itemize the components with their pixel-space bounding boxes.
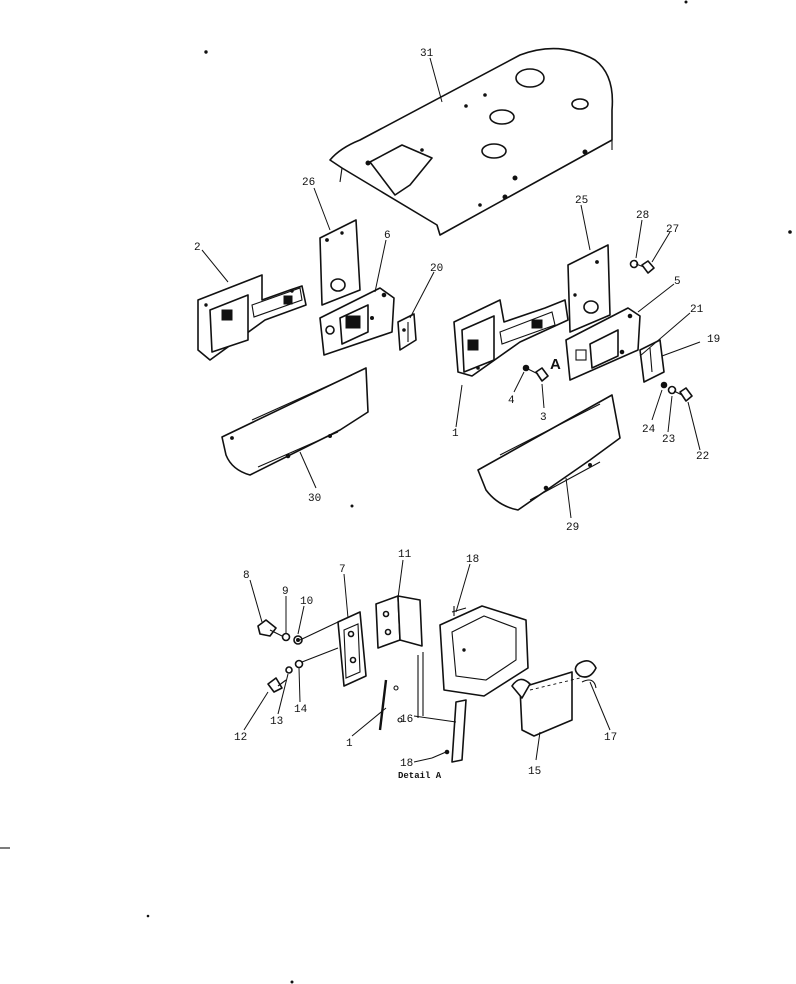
- part-31-hood-cover: [329, 47, 614, 236]
- part-20-latch: [397, 313, 417, 351]
- callout-15: 15: [528, 766, 541, 778]
- hood-round-opening-medium: [489, 109, 515, 125]
- part-1-hinge-pin: [378, 679, 403, 731]
- part-25-right-upper-plate: [567, 244, 611, 333]
- callout-3: 3: [540, 412, 547, 424]
- callout-30: 30: [308, 493, 321, 505]
- callout-11: 11: [398, 549, 412, 561]
- callout-24: 24: [642, 424, 656, 436]
- callout-2: 2: [194, 242, 201, 254]
- part-18-pin-lower: [431, 749, 450, 759]
- part-12-bolt: [267, 677, 287, 693]
- callout-31: 31: [420, 48, 434, 60]
- part-9-washer: [281, 632, 291, 642]
- callout-10: 10: [300, 596, 313, 608]
- part-5-right-access-panel: [565, 307, 641, 381]
- part-1-right-side-panel: [453, 299, 569, 377]
- callout-6: 6: [384, 230, 391, 242]
- callout-18-upper: 18: [466, 554, 479, 566]
- callout-1-right-panel: 1: [452, 428, 459, 440]
- callout-16: 16: [400, 714, 413, 726]
- callout-1-hinge-pin: 1: [346, 738, 353, 750]
- callout-4: 4: [508, 395, 515, 407]
- callout-18-lower: 18: [400, 758, 413, 770]
- part-8-bolt: [257, 619, 283, 637]
- part-23-washer: [667, 385, 677, 395]
- part-16-rod: [417, 652, 467, 763]
- part-4-washer: [522, 364, 530, 372]
- part-30-left-lower-cover: [221, 367, 369, 476]
- part-7-hinge-plate: [337, 611, 367, 687]
- part-26-left-upper-plate: [319, 219, 361, 306]
- callout-labels: 31 26 2 6 20 25 28 27 5 21 19 A 4 3 1 24…: [194, 48, 720, 781]
- callout-22: 22: [696, 451, 709, 463]
- part-29-right-lower-cover: [477, 394, 621, 511]
- callout-8: 8: [243, 570, 250, 582]
- callout-9: 9: [282, 586, 289, 598]
- callout-12: 12: [234, 732, 247, 744]
- part-11-bracket: [375, 595, 423, 649]
- callout-28: 28: [636, 210, 649, 222]
- callout-14: 14: [294, 704, 308, 716]
- part-3-bolt: [527, 367, 549, 382]
- callout-21: 21: [690, 304, 704, 316]
- callout-19: 19: [707, 334, 720, 346]
- callout-29: 29: [566, 522, 579, 534]
- part-22-bolt: [673, 387, 693, 402]
- hood-round-opening-large: [515, 68, 545, 88]
- part-2-left-side-panel: [197, 274, 307, 361]
- callout-13: 13: [270, 716, 283, 728]
- callout-A: A: [550, 356, 561, 373]
- part-27-bolt: [635, 260, 655, 274]
- detail-a-caption: Detail A: [398, 771, 442, 781]
- part-15-hinge-leaf: [511, 671, 581, 737]
- door-box-assembly: [439, 605, 529, 697]
- part-6-left-access-panel: [319, 287, 395, 356]
- callout-23: 23: [662, 434, 675, 446]
- callout-7: 7: [339, 564, 346, 576]
- part-24-washer: [660, 381, 668, 389]
- hood-round-opening-front: [481, 143, 507, 159]
- callout-27: 27: [666, 224, 679, 236]
- hood-round-opening-small: [571, 98, 589, 110]
- part-10-washer: [293, 635, 303, 645]
- callout-26: 26: [302, 177, 315, 189]
- part-18-pin-upper: [451, 606, 467, 616]
- part-14-washer: [294, 659, 304, 669]
- part-13-washer: [285, 666, 293, 674]
- hood-square-opening: [369, 144, 433, 196]
- leader-lines: [201, 57, 701, 763]
- part-17-spring: [574, 660, 597, 689]
- callout-5: 5: [674, 276, 681, 288]
- callout-25: 25: [575, 195, 588, 207]
- callout-20: 20: [430, 263, 443, 275]
- callout-17: 17: [604, 732, 617, 744]
